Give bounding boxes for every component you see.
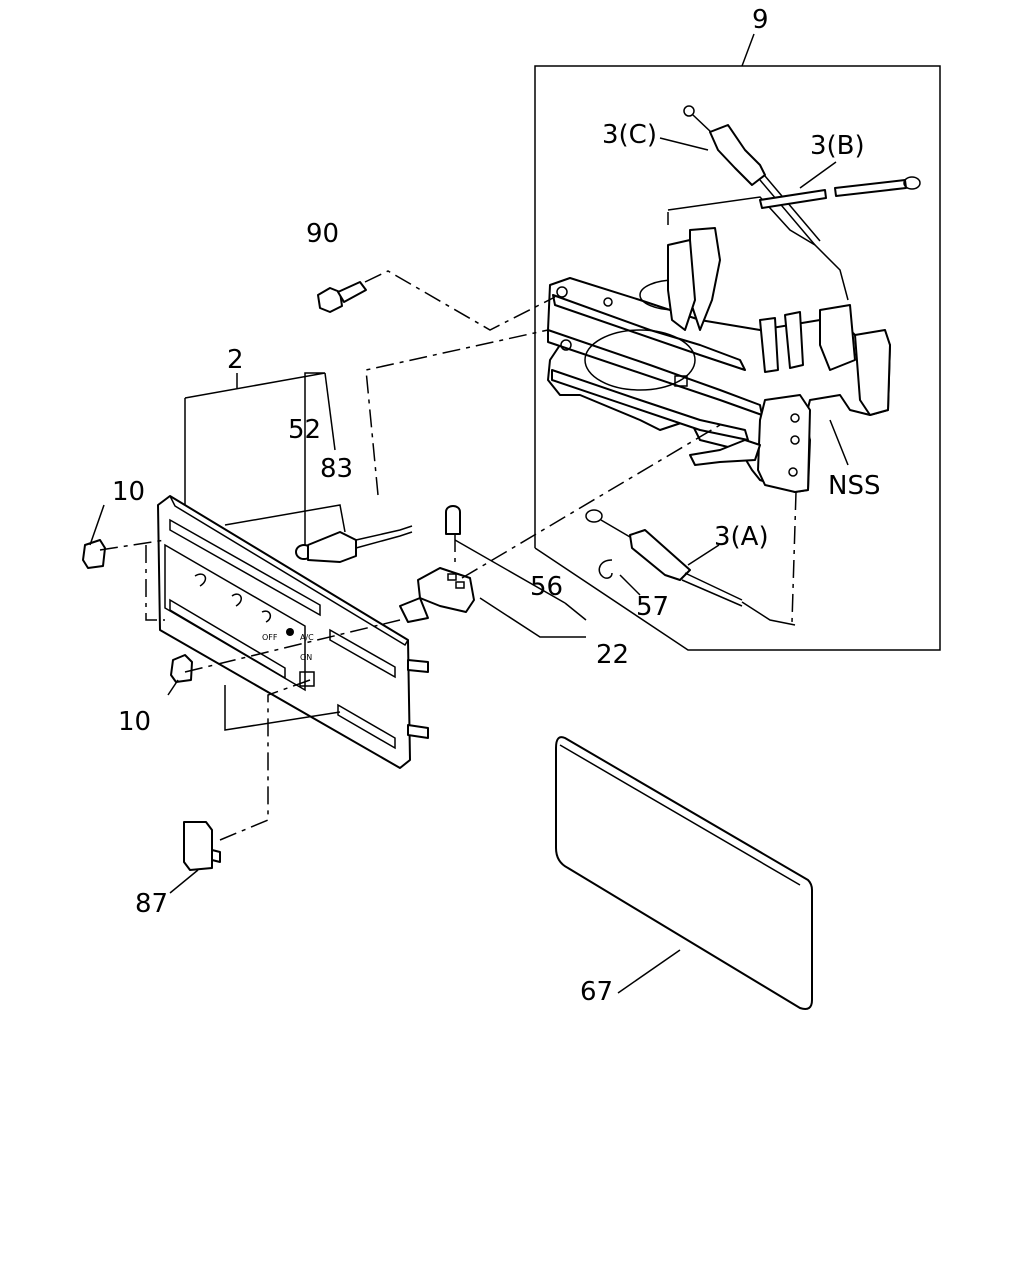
label-90: 90 — [306, 219, 339, 249]
part-labels: 9 3(C) 3(B) 90 2 52 83 10 10 NSS 3(A) 56… — [112, 5, 880, 1007]
off-marking: OFF — [262, 633, 278, 642]
label-22: 22 — [596, 640, 629, 670]
clip-10-bottom — [170, 654, 193, 683]
label-87: 87 — [135, 889, 168, 919]
label-3b: 3(B) — [810, 131, 865, 161]
switch-22 — [399, 567, 475, 623]
bulb-56 — [445, 505, 461, 535]
label-10-top: 10 — [112, 477, 145, 507]
clip-10-top — [82, 539, 106, 569]
label-2: 2 — [227, 345, 244, 375]
label-57: 57 — [636, 592, 669, 622]
control-unit-frame — [547, 196, 891, 493]
label-nss: NSS — [828, 471, 880, 501]
label-52: 52 — [288, 415, 321, 445]
assembly-box — [534, 33, 941, 651]
label-83: 83 — [320, 454, 353, 484]
bolt-90 — [317, 281, 367, 313]
clip-57 — [598, 559, 613, 579]
ac-marking: A/C — [300, 633, 314, 642]
panel-67 — [555, 736, 813, 1010]
label-3c: 3(C) — [602, 120, 657, 150]
label-3a: 3(A) — [714, 522, 769, 552]
leader-lines — [89, 137, 849, 994]
cable-3b — [759, 176, 921, 209]
label-56: 56 — [530, 572, 563, 602]
label-10-bottom: 10 — [118, 707, 151, 737]
label-9: 9 — [752, 5, 769, 35]
cable-3a — [585, 509, 796, 626]
control-panel: A/C ON OFF — [157, 495, 429, 769]
knob-87 — [183, 821, 221, 871]
bulb-socket-83 — [295, 525, 413, 563]
on-marking: ON — [300, 653, 312, 662]
cable-3c — [683, 105, 821, 246]
label-67: 67 — [580, 977, 613, 1007]
assembly-lines — [99, 270, 797, 841]
